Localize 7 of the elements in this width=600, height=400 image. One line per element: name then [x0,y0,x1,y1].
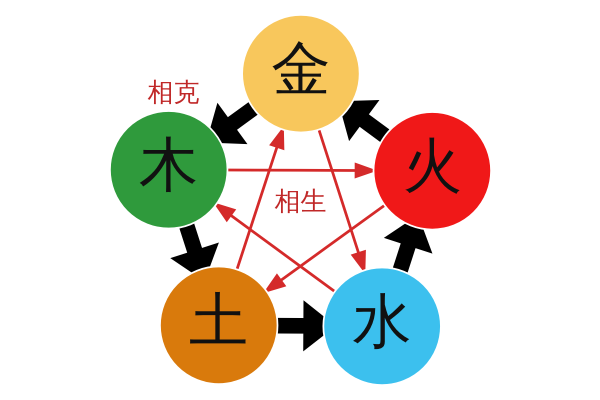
edge-label: 相克 [146,78,199,108]
node-circle: 土 [158,266,278,385]
node-circle: 木 [108,110,228,230]
node-circle: 金 [240,14,360,134]
node-circle: 火 [372,111,492,230]
edge-label: 相生 [274,186,326,217]
node-circle: 水 [322,266,442,386]
